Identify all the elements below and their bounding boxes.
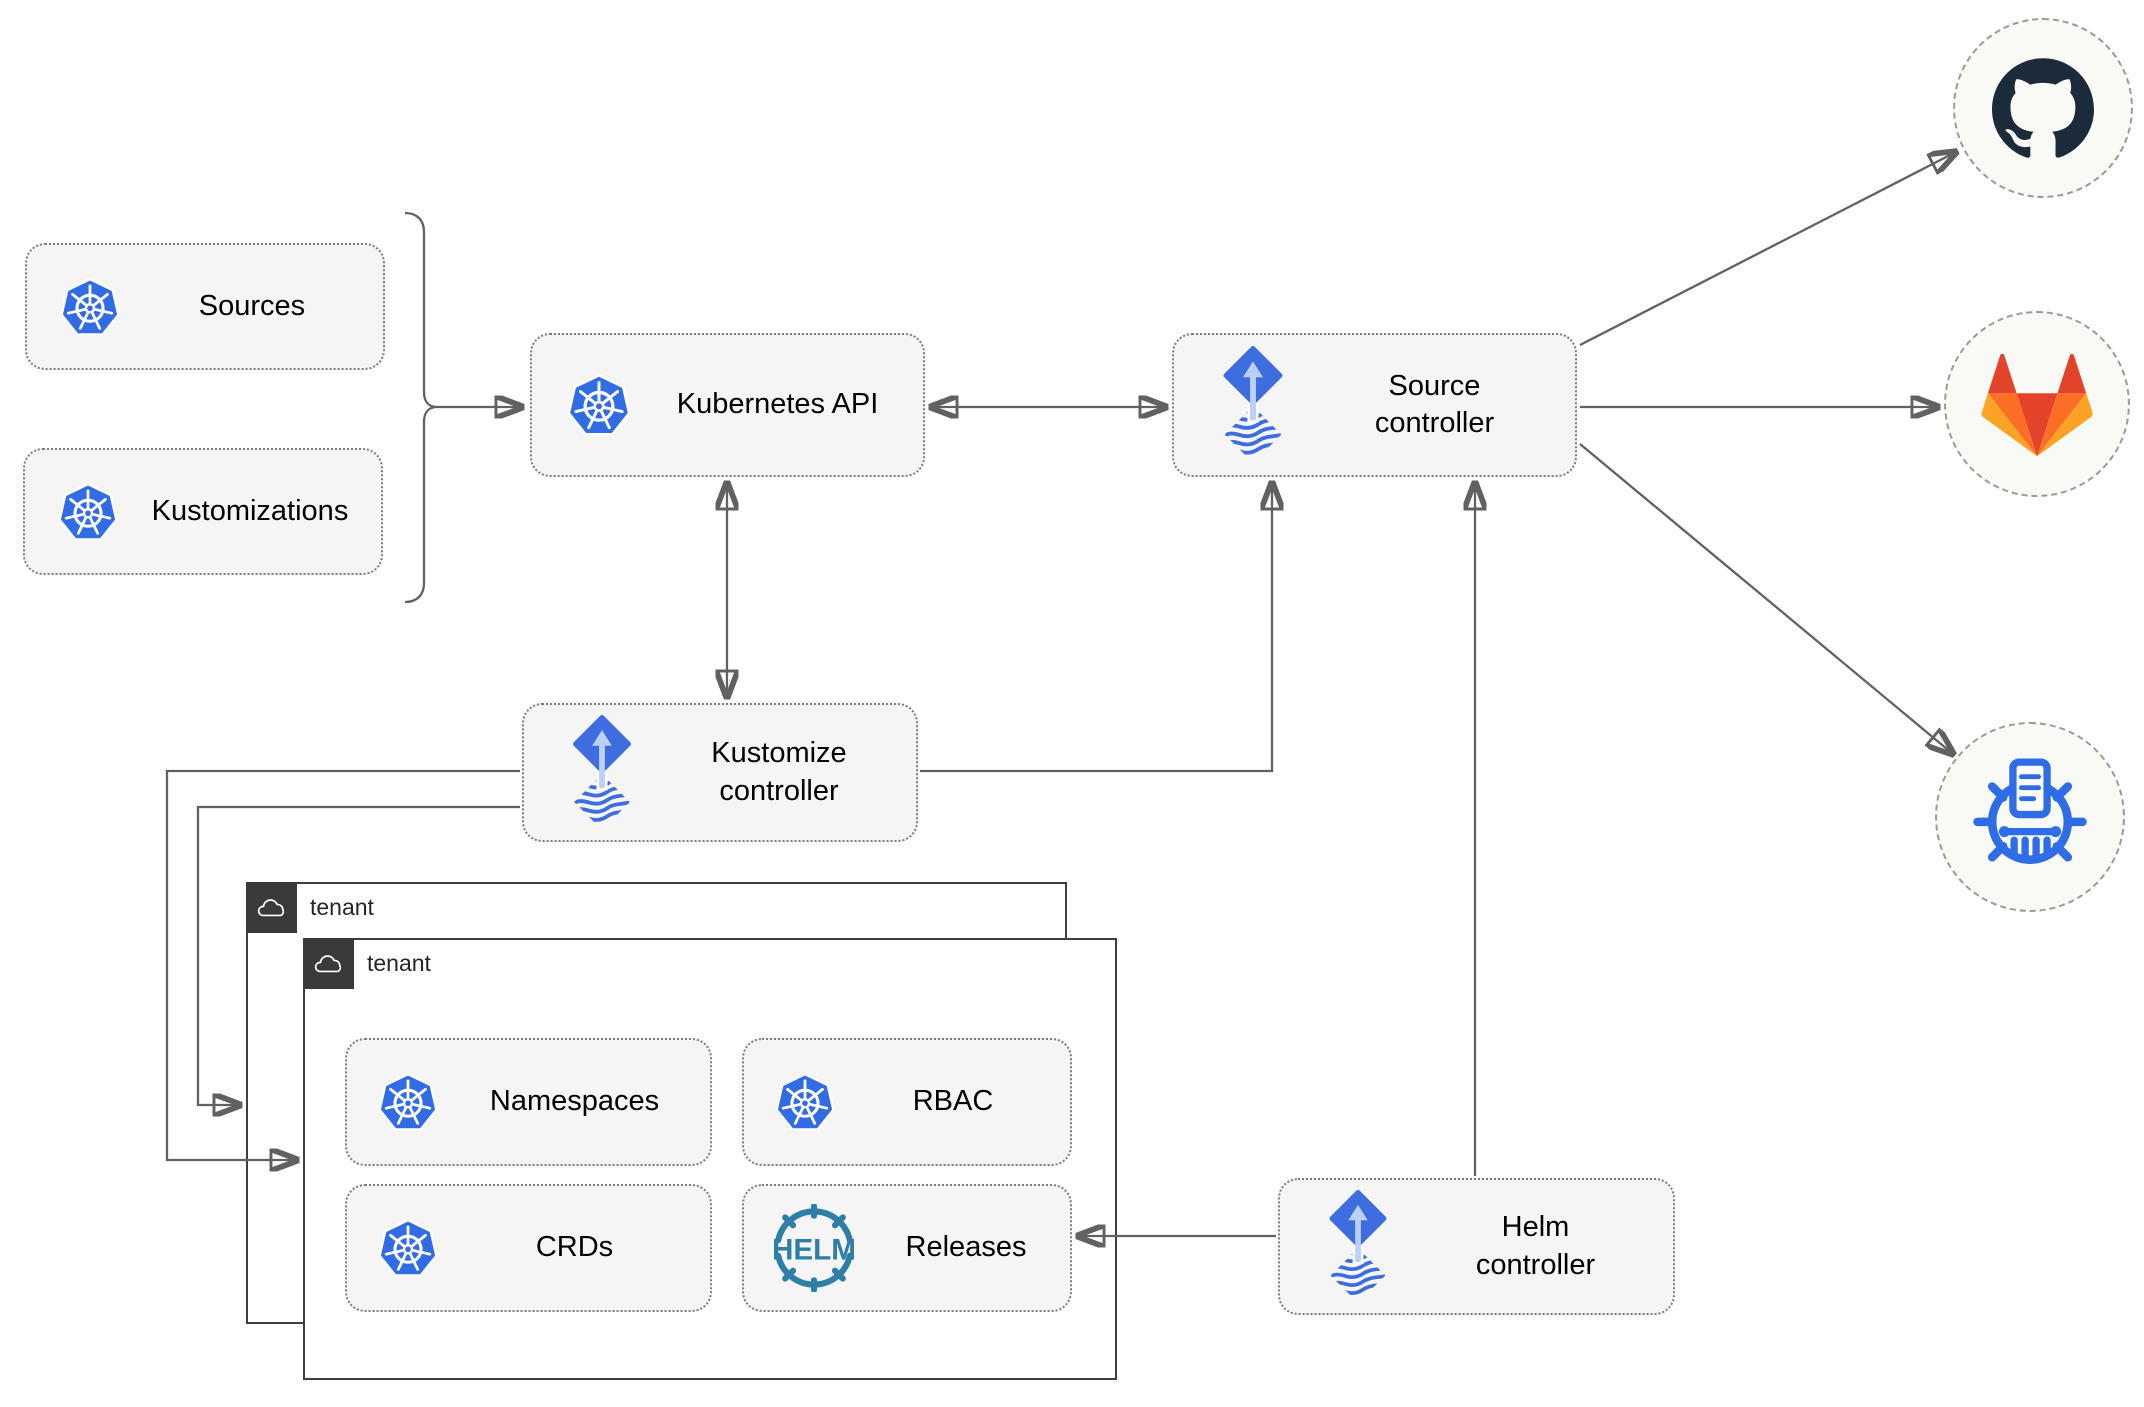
edge-kustomize-to-source — [920, 483, 1272, 773]
node-source-controller: Source controller — [1172, 333, 1577, 477]
node-kustomize-controller-label: Kustomize controller — [711, 737, 847, 807]
node-helm-controller-label: Helm controller — [1475, 1211, 1596, 1281]
edge-source-to-github — [1579, 152, 1956, 347]
flux-icon — [1212, 346, 1294, 464]
edge-source-to-chartmuseum — [1579, 443, 1953, 754]
node-source-controller-label: Source controller — [1374, 369, 1495, 439]
kubernetes-icon — [59, 276, 121, 338]
node-kubernetes-api-label: Kubernetes API — [676, 388, 879, 421]
cloud-icon — [312, 951, 346, 976]
kubernetes-icon — [57, 481, 119, 543]
tenant-front-label: tenant — [367, 950, 431, 976]
node-sources: Sources — [25, 243, 385, 370]
tenant-front-tab — [303, 938, 354, 989]
kubernetes-icon — [377, 1071, 439, 1133]
node-helm-controller: Helm controller — [1278, 1178, 1675, 1315]
node-rbac-label: RBAC — [912, 1085, 994, 1118]
node-namespaces: Namespaces — [345, 1038, 712, 1166]
tenant-back-label: tenant — [310, 894, 374, 920]
node-releases: HELM Releases — [742, 1184, 1072, 1312]
github-icon — [1992, 57, 2094, 159]
node-kustomizations: Kustomizations — [23, 448, 383, 575]
node-kustomizations-label: Kustomizations — [151, 494, 349, 527]
chartmuseum-icon — [1969, 756, 2091, 878]
flux-icon — [562, 715, 642, 831]
node-sources-label: Sources — [198, 289, 306, 322]
tenant-back-tab — [246, 882, 297, 933]
external-gitlab — [1944, 311, 2130, 497]
helm-logo-text: HELM — [772, 1233, 856, 1266]
helm-icon: HELM — [772, 1204, 856, 1292]
node-kustomize-controller: Kustomize controller — [522, 703, 918, 842]
kubernetes-icon — [774, 1071, 836, 1133]
kubernetes-icon — [566, 372, 632, 438]
node-crds-label: CRDs — [535, 1231, 614, 1264]
node-crds: CRDs — [345, 1184, 712, 1312]
brace-sources-group — [404, 211, 438, 604]
kubernetes-icon — [377, 1217, 439, 1279]
flux-icon — [1318, 1190, 1398, 1304]
node-releases-label: Releases — [905, 1231, 1027, 1264]
node-kubernetes-api: Kubernetes API — [530, 333, 925, 477]
node-rbac: RBAC — [742, 1038, 1072, 1166]
external-chart-repository — [1935, 722, 2125, 912]
node-namespaces-label: Namespaces — [489, 1085, 660, 1118]
external-github — [1953, 18, 2133, 198]
cloud-icon — [255, 895, 289, 920]
gitlab-icon — [1981, 350, 2093, 458]
